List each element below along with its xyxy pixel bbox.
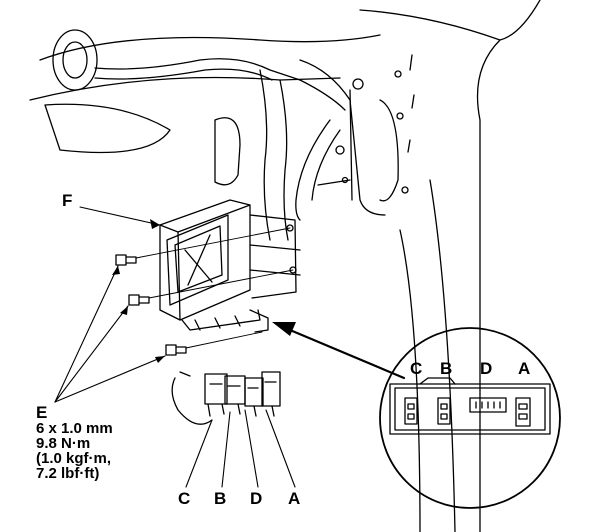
label-f: F	[62, 191, 73, 210]
torque-kgf: (1.0 kgf·m,	[36, 450, 112, 467]
label-connector-a: A	[288, 489, 301, 508]
arrow-e1	[112, 266, 120, 275]
bolt-size: 6 x 1.0 mm	[36, 420, 113, 437]
bolts	[115, 227, 294, 356]
wire-harness	[52, 29, 415, 241]
detail-label-a: A	[518, 359, 531, 378]
label-e: E	[36, 403, 48, 422]
detail-arrow	[272, 322, 406, 380]
arrow-e3	[155, 356, 165, 363]
connector-group	[171, 371, 281, 425]
vehicle-body-panel	[29, 0, 541, 532]
leader-lines	[54, 206, 296, 488]
arrow-e2	[120, 306, 128, 315]
arrow-f	[150, 219, 160, 229]
detail-view	[379, 327, 561, 509]
label-connector-d: D	[250, 489, 263, 508]
label-connector-b: B	[214, 489, 227, 508]
detail-label-d: D	[480, 359, 493, 378]
label-connector-c: C	[178, 489, 191, 508]
detail-label-b: B	[440, 359, 453, 378]
detail-label-c: C	[410, 359, 423, 378]
torque-nm: 9.8 N·m	[36, 435, 91, 452]
control-module	[159, 199, 301, 333]
torque-lbf: 7.2 lbf·ft)	[36, 465, 100, 482]
